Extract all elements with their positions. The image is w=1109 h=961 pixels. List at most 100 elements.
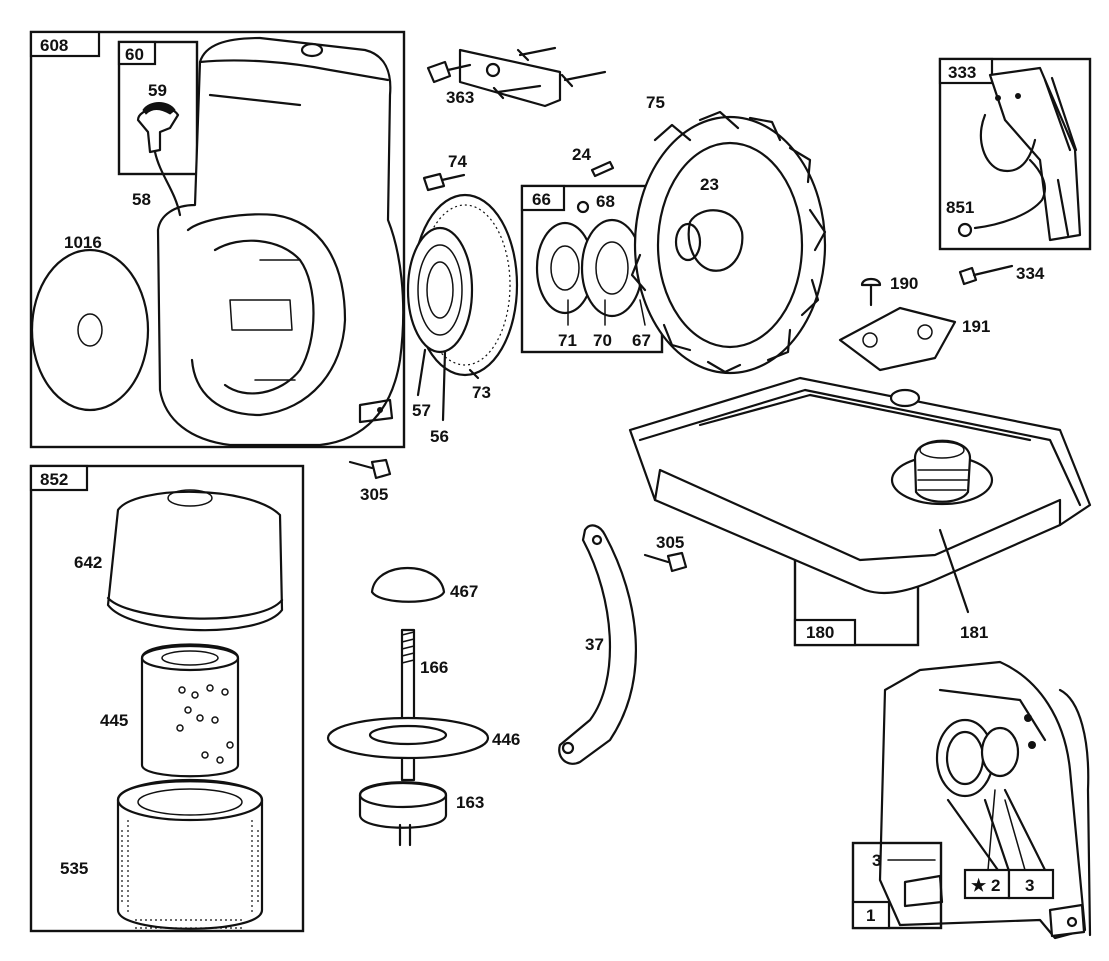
gasket-446-inner — [368, 724, 448, 746]
tag-60-box — [117, 40, 157, 66]
shield-37-body — [558, 524, 637, 765]
air-cartridge-445 — [140, 643, 240, 778]
label-67: 67 — [632, 331, 651, 350]
group-852-air-cleaner: 852 642 445 535 — [29, 464, 305, 933]
label-467: 467 — [450, 582, 478, 601]
bracket-363-body — [458, 48, 562, 108]
clutch-housing-67 — [580, 218, 644, 318]
housing-hole — [300, 42, 324, 58]
housing-bracket — [358, 398, 394, 424]
bracket-bolt-2 — [516, 46, 557, 62]
housing-bracket-hole — [377, 407, 383, 413]
tag-180-box — [793, 618, 857, 647]
group-60-frame — [117, 40, 199, 176]
flywheel-23: 75 23 — [630, 93, 827, 375]
stud-166-thread — [401, 631, 415, 664]
ground-wire-terminal — [957, 222, 973, 238]
key-24-shape — [590, 160, 615, 178]
starter-pulley-teeth — [419, 204, 511, 366]
cylinder-seal — [980, 726, 1020, 778]
group-608-frame — [29, 30, 406, 449]
housing-rib-2 — [254, 259, 301, 381]
fuel-cap-top — [919, 441, 965, 459]
group-852-frame — [29, 464, 305, 933]
air-cleaner-hardware: 467 166 446 163 — [326, 566, 520, 847]
leader-56 — [441, 350, 447, 422]
housing-top-edge — [198, 59, 390, 82]
engine-foot-right — [1048, 903, 1086, 938]
bracket-363: 363 — [426, 46, 607, 108]
screw-305-upper-head — [370, 458, 392, 480]
screw-305-upper: 305 — [348, 458, 392, 504]
pre-cleaner-535-top — [116, 778, 264, 822]
label-363: 363 — [446, 88, 474, 107]
housing-rim — [186, 213, 347, 417]
screw-74-shank — [440, 173, 466, 182]
label-73: 73 — [472, 383, 491, 402]
bracket-bolt-3 — [560, 70, 607, 88]
engine-outline-right — [1058, 688, 1092, 937]
armature-bolt-2 — [1015, 93, 1021, 99]
engine-bolt-2 — [1024, 714, 1032, 722]
label-23: 23 — [700, 175, 719, 194]
leader-73 — [468, 368, 480, 380]
label-24: 24 — [572, 145, 591, 164]
tag-333: 333 — [948, 63, 976, 82]
tag-2: ★ 2 — [971, 876, 1000, 895]
fuel-tank-rim — [638, 388, 1082, 507]
bracket-bolt-1 — [426, 60, 472, 84]
screw-305-lower: 305 — [643, 533, 688, 573]
group-180-fuel-tank: 180 181 — [628, 376, 1092, 647]
flywheel-bore — [674, 222, 702, 262]
cartridge-445-holes — [176, 684, 234, 764]
starter-spring-coil-2 — [426, 261, 454, 319]
pre-cleaner-535-bore — [137, 788, 243, 816]
pre-cleaner-535-texture-2 — [135, 919, 245, 929]
label-59: 59 — [148, 81, 167, 100]
engine-rib-1 — [938, 688, 1047, 742]
screw-305-lower-shank — [643, 553, 670, 564]
label-334: 334 — [1016, 264, 1045, 283]
fuel-tank-body — [628, 376, 1092, 595]
label-535: 535 — [60, 859, 88, 878]
knob-467 — [370, 566, 446, 603]
tag-60: 60 — [125, 45, 144, 64]
leader-181 — [938, 528, 970, 614]
label-56: 56 — [430, 427, 449, 446]
starter-spring-coil-1 — [417, 244, 463, 336]
cover-642-boss — [167, 489, 213, 507]
label-3-leader: 3 — [872, 851, 881, 870]
screw-190-head — [860, 277, 882, 287]
tag-1: 1 — [866, 906, 875, 925]
label-37: 37 — [585, 635, 604, 654]
label-1016: 1016 — [64, 233, 102, 252]
label-446: 446 — [492, 730, 520, 749]
screw-305-upper-shank — [348, 460, 374, 470]
label-305-upper: 305 — [360, 485, 388, 504]
flywheel-inner — [656, 141, 804, 349]
leader-2 — [987, 789, 996, 871]
engine-bolt-1 — [1028, 741, 1036, 749]
shield-37-hole-bottom — [561, 741, 575, 755]
label-57: 57 — [412, 401, 431, 420]
rotating-screen-hub — [77, 313, 103, 347]
housing-seam — [208, 93, 302, 107]
engine-rib-2 — [946, 788, 1052, 882]
screw-334-head — [958, 266, 978, 286]
group-333-frame — [938, 57, 1092, 251]
label-445: 445 — [100, 711, 128, 730]
armature-laminations — [1043, 76, 1078, 237]
armature-coil — [980, 113, 1037, 173]
base-163-stud — [398, 823, 412, 847]
gasket-191 — [838, 306, 957, 372]
tag-66-box — [520, 184, 566, 212]
fuel-tank-port — [889, 388, 921, 408]
tag-608-box — [29, 30, 101, 58]
tag-333-box — [938, 57, 994, 85]
group-66-clutch: 66 68 71 70 67 — [520, 184, 664, 354]
flywheel-hub — [687, 209, 744, 272]
label-642: 642 — [74, 553, 102, 572]
shield-37-hole-top — [591, 534, 603, 546]
tag-852: 852 — [40, 470, 68, 489]
